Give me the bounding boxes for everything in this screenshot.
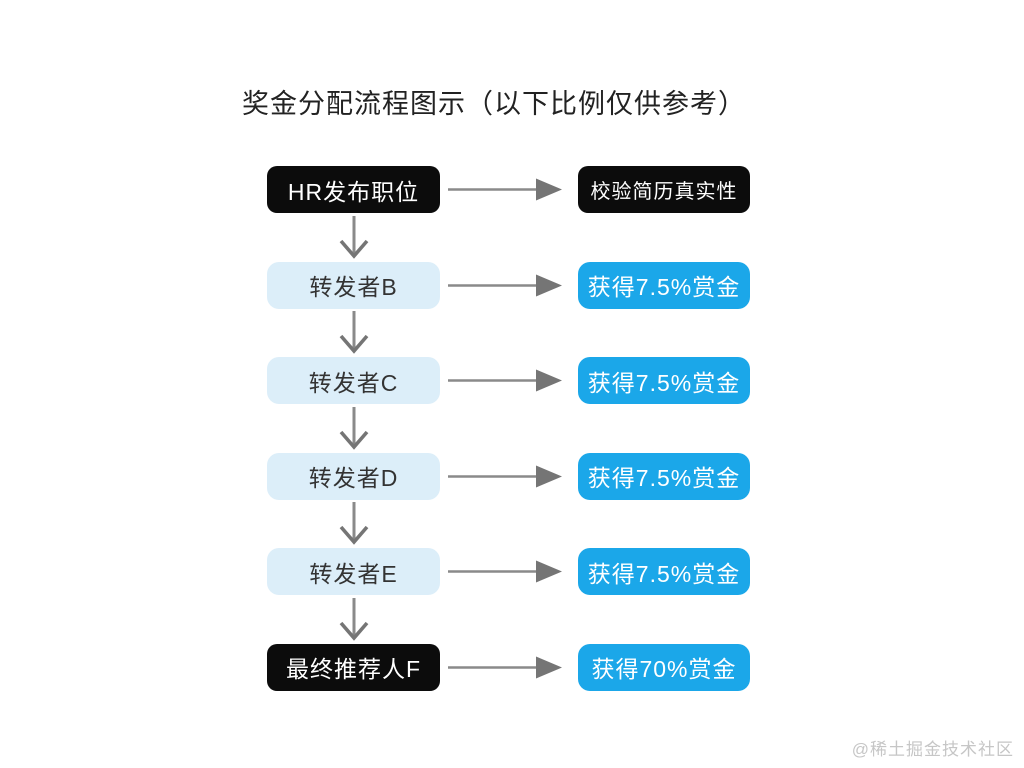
down-arrow-icon [339, 502, 369, 545]
flow-row: 转发者C 获得7.5%赏金 [267, 357, 750, 404]
flow-row: HR发布职位 校验简历真实性 [267, 166, 750, 213]
right-arrow-icon [448, 369, 562, 392]
flow-step-node: 转发者C [267, 357, 440, 404]
right-arrow-icon [448, 465, 562, 487]
flow-result-node: 获得7.5%赏金 [578, 452, 750, 500]
flow-step-node: 转发者D [267, 452, 440, 500]
right-arrow-icon [448, 178, 562, 201]
flow-result-node: 获得7.5%赏金 [578, 357, 750, 404]
flow-step-node: 最终推荐人F [267, 643, 440, 691]
down-arrow-icon [339, 311, 369, 354]
flow-row: 转发者D 获得7.5%赏金 [267, 452, 750, 500]
flow-row: 最终推荐人F 获得70%赏金 [267, 643, 750, 691]
flow-step-node: 转发者E [267, 548, 440, 595]
watermark: @稀土掘金技术社区 [851, 740, 1014, 759]
flow-row: 转发者E 获得7.5%赏金 [267, 548, 750, 595]
flow-result-node: 校验简历真实性 [578, 166, 750, 213]
right-arrow-icon [448, 560, 562, 583]
flow-row: 转发者B 获得7.5%赏金 [267, 261, 750, 309]
flow-result-node: 获得7.5%赏金 [578, 261, 750, 309]
right-arrow-icon [448, 656, 562, 678]
right-arrow-icon [448, 274, 562, 296]
down-arrow-icon [339, 215, 369, 259]
down-arrow-icon [339, 406, 369, 450]
page-title: 奖金分配流程图示（以下比例仅供参考） [242, 89, 746, 119]
flow-result-node: 获得7.5%赏金 [578, 548, 750, 595]
flow-step-node: 转发者B [267, 261, 440, 309]
flow-result-node: 获得70%赏金 [578, 643, 750, 691]
flow-step-node: HR发布职位 [267, 166, 440, 213]
flow-diagram: HR发布职位 校验简历真实性 转发者B 获得7.5%赏金 转发者C 获得7.5%… [267, 166, 750, 692]
down-arrow-icon [339, 597, 369, 641]
